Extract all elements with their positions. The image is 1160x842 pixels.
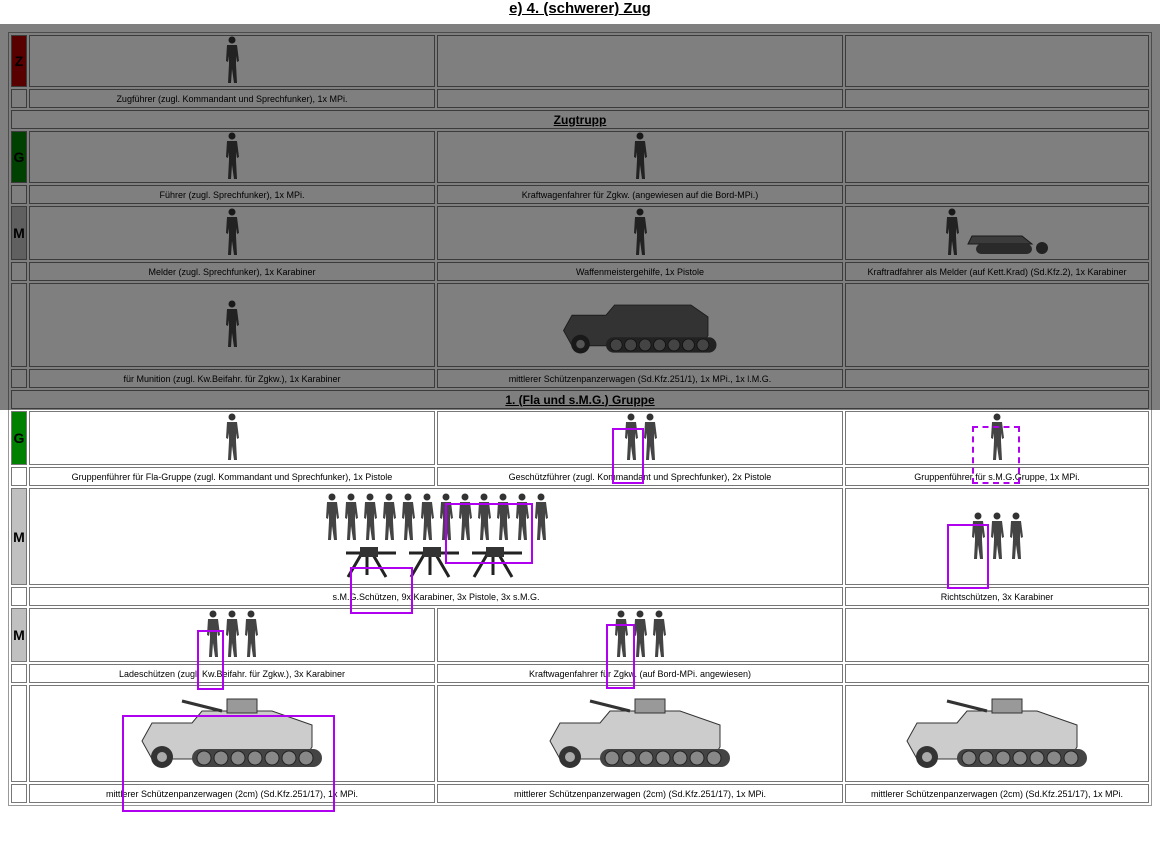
soldier-icon [226,208,239,255]
table-row: Z [11,35,1149,87]
soldier-image-cell [29,35,435,87]
soldier-icon [1010,512,1023,559]
role-label-m: M [11,488,27,585]
soldier-icon [420,493,434,540]
soldier-icon [226,413,239,460]
soldier-icon [382,493,396,540]
soldier-icon [226,300,239,347]
soldier-icon [226,36,239,83]
soldier-icon [363,493,377,540]
role-description: Geschützführer (zugl. Kommandant und Spr… [437,467,843,486]
vehicle-image-cell [29,685,435,782]
soldier-icon [534,493,548,540]
soldier-image-cell [29,131,435,183]
role-label-m: M [11,206,27,260]
soldier-icon [344,493,358,540]
soldier-image-cell [29,608,435,662]
motorcycle-image-cell [845,206,1149,260]
soldier-icon [643,413,657,460]
soldier-icon [439,493,453,540]
soldier-icon [634,208,647,255]
page-title: e) 4. (schwerer) Zug [509,0,651,17]
role-description: mittlerer Schützenpanzerwagen (2cm) (Sd.… [437,784,843,803]
soldier-icon [226,610,239,657]
soldier-icon [615,610,628,657]
role-description: Ladeschützen (zugl. Kw.Beifahr. für Zgkw… [29,664,435,683]
role-description: Melder (zugl. Sprechfunker), 1x Karabine… [29,262,435,281]
soldier-icon [634,610,647,657]
role-description: Kraftradfahrer als Melder (auf Kett.Krad… [845,262,1149,281]
role-description: mittlerer Schützenpanzerwagen (Sd.Kfz.25… [437,369,843,388]
role-description: Gruppenführer für s.M.G.Gruppe, 1x MPi. [845,467,1149,486]
role-description: mittlerer Schützenpanzerwagen (2cm) (Sd.… [29,784,435,803]
role-label-g: G [11,411,27,465]
vehicle-image-cell [437,685,843,782]
organization-table: Z Zugführer (zugl. Kommandant und Sprech… [8,32,1152,806]
soldier-icon [401,493,415,540]
soldier-image-cell [437,206,843,260]
machine-gun-icon [346,546,396,578]
soldier-icon [624,413,638,460]
role-description: Kraftwagenfahrer für Zgkw. (angewiesen a… [437,185,843,204]
soldier-icon [477,493,491,540]
soldier-icon [496,493,510,540]
soldier-icon [991,413,1004,460]
halftrack-icon [563,304,717,354]
flak-halftrack-icon [906,698,1087,768]
flak-halftrack-icon [141,698,322,768]
machine-gun-icon [409,546,459,578]
role-description: Kraftwagenfahrer für Zgkw. (auf Bord-MPi… [437,664,843,683]
role-description: Zugführer (zugl. Kommandant und Sprechfu… [29,89,435,108]
soldier-image-cell [437,608,843,662]
soldier-icon [245,610,258,657]
soldier-icon [515,493,529,540]
role-description: Gruppenführer für Fla-Gruppe (zugl. Komm… [29,467,435,486]
soldier-icon [207,610,220,657]
flak-halftrack-icon [549,698,730,768]
section-header-gruppe: 1. (Fla und s.M.G.) Gruppe [11,390,1149,409]
soldier-icon [972,512,985,559]
section-header-zugtrupp: Zugtrupp [11,110,1149,129]
kettenkrad-icon [966,235,1048,254]
role-description: mittlerer Schützenpanzerwagen (2cm) (Sd.… [845,784,1149,803]
machine-gun-icon [472,546,522,578]
role-description: Waffenmeistergehilfe, 1x Pistole [437,262,843,281]
soldier-image-cell [845,488,1149,585]
role-description: Führer (zugl. Sprechfunker), 1x MPi. [29,185,435,204]
soldier-icon [945,208,959,255]
soldier-image-cell [437,131,843,183]
role-description: Richtschützen, 3x Karabiner [845,587,1149,606]
soldier-image-cell [29,283,435,367]
role-description: s.M.G.Schützen, 9x Karabiner, 3x Pistole… [29,587,843,606]
soldier-icon [226,132,239,179]
soldier-icon [634,132,647,179]
soldier-image-cell [29,206,435,260]
vehicle-image-cell [845,685,1149,782]
soldier-image-cell [437,411,843,465]
soldier-icon [458,493,472,540]
role-label-m: M [11,608,27,662]
soldier-image-cell [845,411,1149,465]
vehicle-image-cell [437,283,843,367]
soldier-image-cell [29,411,435,465]
role-label-z: Z [11,35,27,87]
role-description: für Munition (zugl. Kw.Beifahr. für Zgkw… [29,369,435,388]
soldier-icon [653,610,666,657]
soldier-image-cell [29,488,843,585]
soldier-icon [991,512,1004,559]
role-label-g: G [11,131,27,183]
soldier-icon [325,493,339,540]
